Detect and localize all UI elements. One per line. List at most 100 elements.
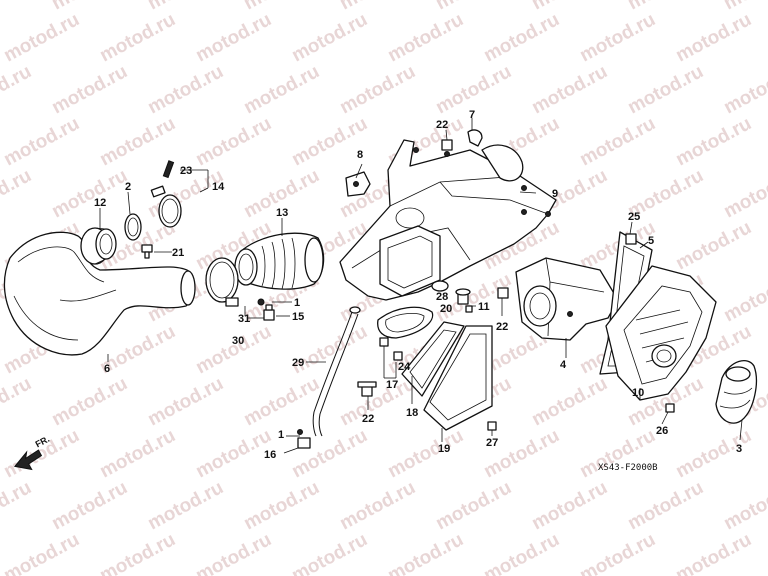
part-clamp-band[interactable]	[150, 160, 182, 228]
part-rubber-joint[interactable]	[80, 227, 117, 265]
part-air-duct[interactable]	[3, 231, 196, 356]
callout-12[interactable]: 12	[94, 197, 106, 209]
watermark-text: motod.ru	[720, 61, 768, 118]
watermark-text: motod.ru	[672, 217, 755, 274]
watermark-text: motod.ru	[528, 373, 611, 430]
callout-20[interactable]: 20	[440, 303, 452, 315]
part-filter-element-19[interactable]	[423, 325, 497, 431]
watermark-text: motod.ru	[288, 9, 371, 66]
watermark-text: motod.ru	[96, 9, 179, 66]
callout-16[interactable]: 16	[264, 449, 276, 461]
part-clip-7[interactable]	[441, 129, 483, 157]
part-band-small[interactable]	[124, 213, 142, 241]
watermark-text: motod.ru	[528, 0, 611, 14]
callout-9[interactable]: 9	[552, 188, 558, 200]
part-screw-22c[interactable]	[357, 381, 377, 397]
watermark-text: motod.ru	[96, 113, 179, 170]
watermark-text: motod.ru	[288, 113, 371, 170]
callout-4[interactable]: 4	[560, 359, 567, 371]
watermark-text: motod.ru	[192, 113, 275, 170]
watermark-text: motod.ru	[48, 0, 131, 14]
part-grommet-28[interactable]	[431, 280, 473, 313]
callout-27[interactable]: 27	[486, 437, 498, 449]
watermark-text: motod.ru	[96, 425, 179, 482]
watermark-text: motod.ru	[576, 113, 659, 170]
callout-10[interactable]: 10	[632, 387, 644, 399]
watermark-text: motod.ru	[480, 529, 563, 576]
part-filter-box[interactable]	[497, 257, 619, 341]
watermark-text: motod.ru	[240, 373, 323, 430]
callout-24[interactable]: 24	[398, 361, 411, 373]
callout-18[interactable]: 18	[406, 407, 418, 419]
watermark-text: motod.ru	[432, 0, 515, 14]
watermark-text: motod.ru	[336, 61, 419, 118]
watermark-text: motod.ru	[48, 477, 131, 534]
callout-22[interactable]: 22	[496, 321, 508, 333]
watermark-text: motod.ru	[0, 373, 35, 430]
callout-3[interactable]: 3	[736, 443, 742, 455]
watermark-text: motod.ru	[288, 529, 371, 576]
callout-22[interactable]: 22	[362, 413, 374, 425]
watermark-text: motod.ru	[432, 477, 515, 534]
watermark-text: motod.ru	[336, 477, 419, 534]
part-screw-21[interactable]	[141, 244, 153, 259]
callout-22[interactable]: 22	[436, 119, 448, 131]
part-connecting-tube[interactable]	[234, 232, 325, 290]
callout-15[interactable]: 15	[292, 311, 304, 323]
callout-28[interactable]: 28	[436, 291, 448, 303]
watermark-text: motod.ru	[144, 373, 227, 430]
part-air-cleaner-case[interactable]	[339, 139, 557, 301]
callout-13[interactable]: 13	[276, 207, 288, 219]
watermark-text: motod.ru	[576, 425, 659, 482]
watermark-text: motod.ru	[528, 61, 611, 118]
watermark-text: motod.ru	[0, 165, 35, 222]
part-drain-tube[interactable]	[297, 306, 361, 449]
watermark-text: motod.ru	[336, 0, 419, 14]
watermark-text: motod.ru	[48, 373, 131, 430]
watermark-text: motod.ru	[672, 529, 755, 576]
part-filter-plate-18[interactable]	[401, 321, 465, 397]
watermark-text: motod.ru	[48, 61, 131, 118]
watermark-text: motod.ru	[0, 425, 83, 482]
part-clip-15[interactable]	[257, 298, 275, 321]
callout-23[interactable]: 23	[180, 165, 192, 177]
callout-1[interactable]: 1	[294, 297, 300, 309]
callout-25[interactable]: 25	[628, 211, 640, 223]
callout-26[interactable]: 26	[656, 425, 668, 437]
watermark-text: motod.ru	[480, 9, 563, 66]
callout-21[interactable]: 21	[172, 247, 184, 259]
watermark-text: motod.ru	[672, 9, 755, 66]
diagram-code: XS43-F2000B	[598, 463, 658, 473]
callout-14[interactable]: 14	[212, 181, 225, 193]
callout-30[interactable]: 30	[232, 335, 244, 347]
callout-8[interactable]: 8	[357, 149, 363, 161]
watermark-text: motod.ru	[144, 61, 227, 118]
watermark-text: motod.ru	[624, 61, 707, 118]
callout-11[interactable]: 11	[478, 301, 490, 313]
callout-7[interactable]: 7	[469, 109, 475, 121]
callout-31[interactable]: 31	[238, 313, 250, 325]
watermark-text: motod.ru	[384, 9, 467, 66]
callout-1[interactable]: 1	[278, 429, 284, 441]
callout-5[interactable]: 5	[648, 235, 654, 247]
part-funnel-3[interactable]	[715, 360, 757, 424]
watermark-text: motod.ru	[192, 321, 275, 378]
watermark-text: motod.ru	[576, 9, 659, 66]
part-seal-17[interactable]	[377, 306, 434, 361]
callout-19[interactable]: 19	[438, 443, 450, 455]
watermark-text: motod.ru	[0, 61, 35, 118]
part-mount-8[interactable]	[345, 171, 371, 197]
watermark-text: motod.ru	[720, 165, 768, 222]
callout-29[interactable]: 29	[292, 357, 304, 369]
watermark-text: motod.ru	[240, 61, 323, 118]
leader-lines	[99, 118, 743, 454]
callout-17[interactable]: 17	[386, 379, 398, 391]
part-band-31[interactable]	[205, 257, 239, 307]
callout-6[interactable]: 6	[104, 363, 110, 375]
watermark-text: motod.ru	[0, 529, 83, 576]
callout-2[interactable]: 2	[125, 181, 131, 193]
watermark-text: motod.ru	[384, 529, 467, 576]
part-cover-10[interactable]	[605, 233, 717, 413]
watermark-text: motod.ru	[720, 269, 768, 326]
